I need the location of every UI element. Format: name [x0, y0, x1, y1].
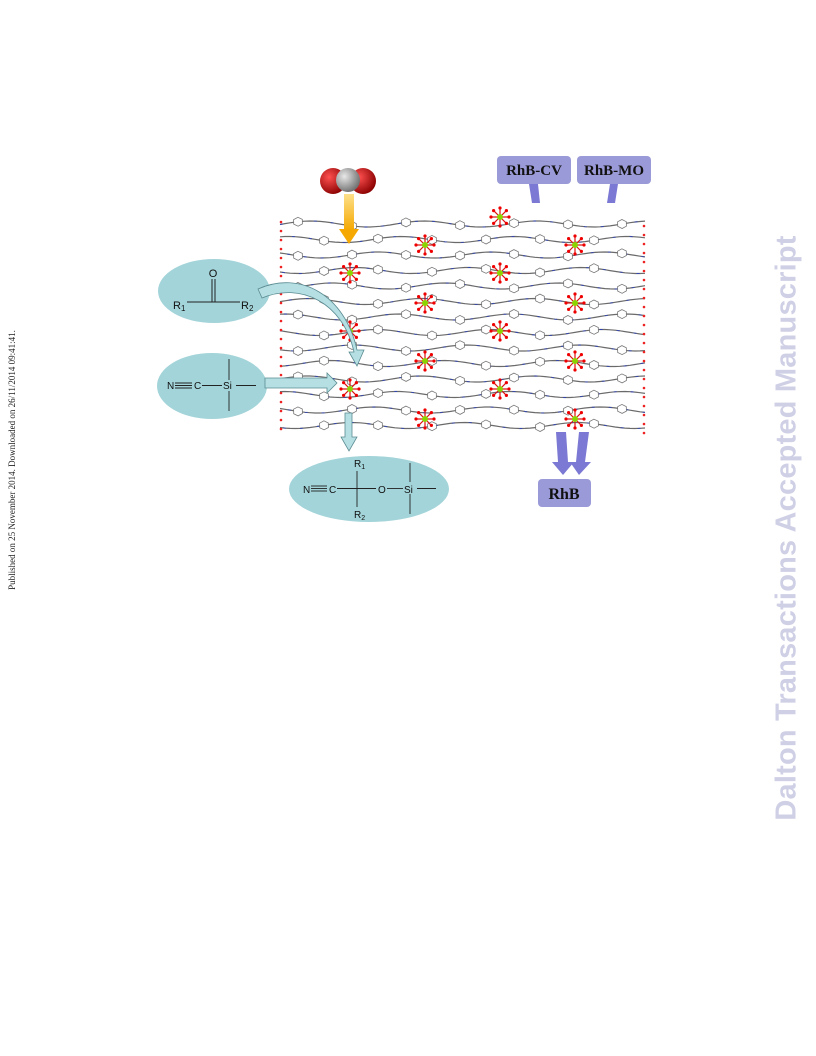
rhb-release-arrows: [552, 432, 591, 475]
tmscn-nitrogen: N: [167, 381, 174, 392]
tmscn-reagent: N C Si: [157, 353, 267, 419]
tmscn-silicon: Si: [223, 381, 232, 392]
rhb-label: RhB: [538, 479, 591, 507]
product-r1: R1: [354, 459, 365, 471]
carbonyl-r1: R1: [173, 300, 186, 313]
product-carbon-n: C: [329, 485, 336, 496]
cyanohydrin-product: N C R1 R2 O Si: [289, 456, 449, 522]
carbonyl-feed-arrow: [257, 282, 365, 367]
co2-molecule: [320, 168, 376, 194]
mof-framework: [279, 206, 646, 435]
rhb-mo-text: RhB-MO: [584, 163, 644, 179]
rhb-mo-label: RhB-MO: [577, 156, 651, 203]
carbonyl-substrate: O R1 R2: [158, 259, 270, 323]
product-r2: R2: [354, 510, 365, 522]
rhb-cv-label: RhB-CV: [497, 156, 571, 203]
tmscn-feed-arrow: [264, 372, 338, 394]
tmscn-carbon: C: [194, 381, 201, 392]
product-arrow: [340, 412, 358, 452]
rhb-cv-text: RhB-CV: [506, 163, 562, 179]
co2-carbon: [336, 168, 360, 192]
product-silicon: Si: [404, 485, 413, 496]
product-nitrogen: N: [303, 485, 310, 496]
co2-uptake-arrow: [339, 194, 359, 244]
carbonyl-r2: R2: [241, 300, 254, 313]
carbonyl-oxygen: O: [209, 268, 218, 280]
product-oxygen: O: [378, 485, 386, 496]
rhb-text: RhB: [548, 486, 579, 503]
